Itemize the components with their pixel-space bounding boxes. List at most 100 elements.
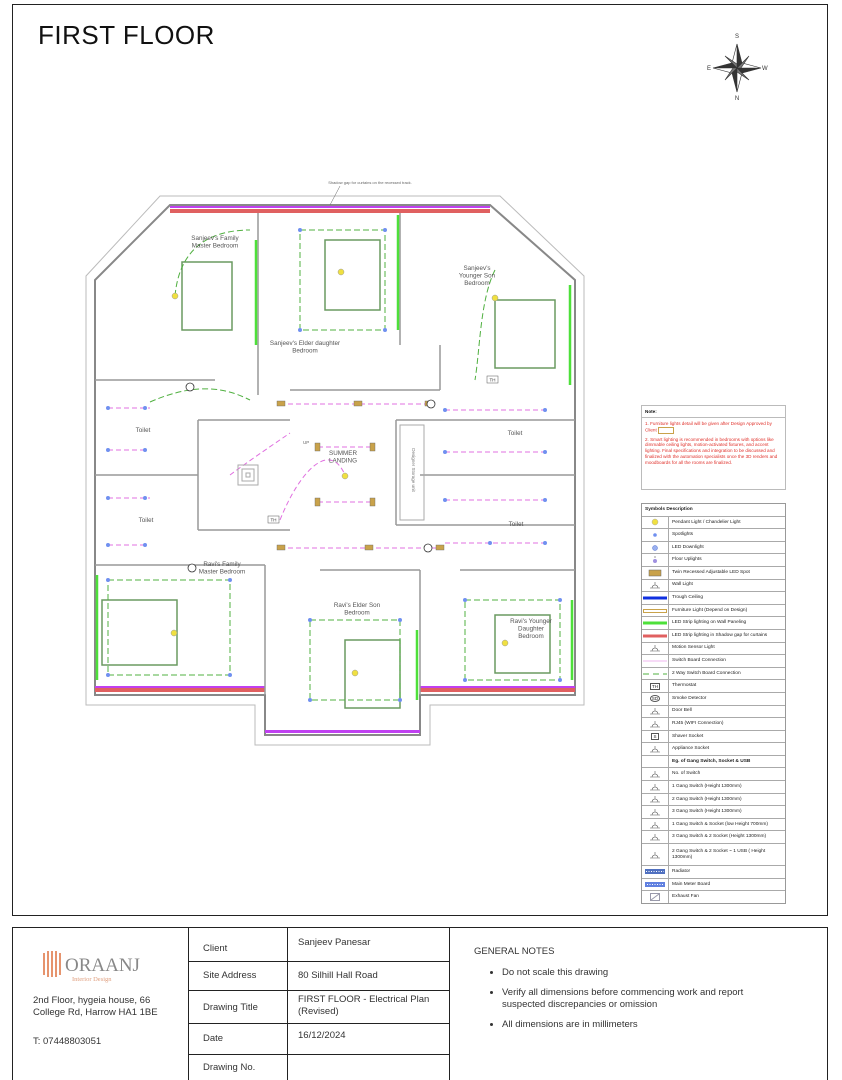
legend-label: Wall Light <box>672 582 693 588</box>
date-label: Date <box>203 1033 224 1044</box>
svg-text:Toilet: Toilet <box>509 521 524 528</box>
curtain-led-strips <box>95 206 575 733</box>
thermostat-icon: TH <box>642 680 669 692</box>
smoke-detectors <box>185 382 436 573</box>
drawing-no-label: Drawing No. <box>203 1062 256 1073</box>
svg-text:ORAANJ: ORAANJ <box>65 955 140 976</box>
legend-label: Door Bell <box>672 708 692 714</box>
legend-label: Thermostat <box>672 683 697 689</box>
gang-1-icon <box>642 781 669 793</box>
general-notes-heading: GENERAL NOTES <box>474 946 555 957</box>
led-strip-wall-icon <box>642 617 669 629</box>
trough-ceiling-icon <box>642 592 669 604</box>
pendant-light-icon <box>337 268 345 276</box>
client-value: Sanjeev Panesar <box>298 937 371 948</box>
compass-north: N <box>735 96 739 102</box>
page-title: FIRST FLOOR <box>38 20 215 50</box>
legend-label: Floor Uplights <box>672 557 702 563</box>
twin-led-spot-icons <box>276 400 445 551</box>
gang-1-socket-icon <box>642 818 669 831</box>
legend-label: Spotlights <box>672 532 694 538</box>
legend-label: Exhaust Fan <box>672 894 699 900</box>
spotlight-icon <box>642 529 669 541</box>
meter-board-icon <box>642 878 669 891</box>
note-1: 1. Furniture lights detail will be given… <box>645 421 772 434</box>
legend-row: 2 Gang Switch (Height 1300mm) <box>642 793 785 807</box>
rj45-icon <box>642 718 669 730</box>
legend-label: No. of Switch <box>672 771 701 777</box>
legend-row: Twin Recessed Adjustable LED Spot <box>642 566 785 580</box>
legend-label: Motion Sensor Light <box>672 645 715 651</box>
radiator-icon <box>642 866 669 878</box>
legend-row: LED Downlight <box>642 541 785 555</box>
svg-text:Toilet: Toilet <box>136 427 151 434</box>
legend-label: LED Strip lighting in Shadow gap for cur… <box>672 632 768 638</box>
lights <box>106 228 562 702</box>
led-downlight-icons <box>106 228 562 702</box>
thermostat-label: TH <box>490 378 496 383</box>
stairs-up-label: UP <box>303 440 309 445</box>
legend-label: Trough Ceiling <box>672 595 704 601</box>
legend-label: 2 Gang Switch (Height 1300mm) <box>672 796 742 802</box>
pendant-light-icon <box>351 669 359 677</box>
legend-label: 1 Gang Switch & Socket (low Height 700mm… <box>672 821 768 827</box>
floor-uplight-icon <box>642 554 669 566</box>
gang-3-socket-icon <box>642 831 669 844</box>
led-strip-curtain-icon <box>642 629 669 642</box>
pendant-light-icon <box>171 292 179 300</box>
legend-label: RJ45 (WIFI Connection) <box>672 721 724 727</box>
legend-label: Appliance Socket <box>672 746 710 752</box>
twin-led-spot-icon <box>642 566 669 579</box>
notes-heading: Note: <box>642 406 785 418</box>
drawing-title-label: Drawing Title <box>203 1002 258 1013</box>
date-value: 16/12/2024 <box>298 1030 346 1041</box>
legend-row: Motion Sensor Light <box>642 642 785 656</box>
compass-icon: S N E W <box>707 34 768 102</box>
gang-3-icon <box>642 806 669 818</box>
thermostat-label: TH <box>271 518 277 523</box>
legend-row: Pendant Light / Chandelier Light <box>642 516 785 530</box>
legend-row: LED Strip lighting on Wall Paneling <box>642 617 785 630</box>
pendant-light-icon <box>501 639 509 647</box>
pendant-light-icon <box>170 629 178 637</box>
general-note: Do not scale this drawing <box>502 967 767 979</box>
notes-box: Note: 1. Furniture lights detail will be… <box>641 405 786 490</box>
legend-label: 2 Gang Switch & 2 Socket ~ 1 USB ( Heigh… <box>672 848 766 860</box>
pendant-light-icon <box>491 294 499 302</box>
exhaust-fan-icon <box>642 891 669 903</box>
company-address: 2nd Floor, hygeia house, 66 College Rd, … <box>33 995 158 1018</box>
furniture-light-icon <box>642 604 669 617</box>
pendant-light-icon <box>642 516 669 529</box>
led-downlight-icon <box>642 541 669 554</box>
legend-label: Furniture Light (Depend on Design) <box>672 607 748 613</box>
legend-row: Wall Light <box>642 579 785 593</box>
legend-label: 1 Gang Switch (Height 1300mm) <box>672 783 742 789</box>
title-block <box>12 927 828 1080</box>
switch-board-icon <box>642 655 669 667</box>
switch-connections <box>108 403 545 549</box>
general-notes: GENERAL NOTES Do not scale this drawing … <box>474 946 767 1039</box>
drawing-frame <box>12 4 828 916</box>
company-logo: ORAANJ Interior Design <box>40 947 155 992</box>
note-2: 2. Smart lighting is recommended in bedr… <box>645 436 778 465</box>
legend-row: Furniture Light (Depend on Design) <box>642 604 785 618</box>
compass-west: W <box>762 66 768 72</box>
client-label: Client <box>203 943 228 954</box>
legend-row: 2 Way Switch Board Connection <box>642 667 785 681</box>
storage-label: Designer Storage unit <box>411 448 416 492</box>
legend-label: 3 Gang Switch (Height 1300mm) <box>672 809 742 815</box>
drawing-title-value: FIRST FLOOR - Electrical Plan (Revised) <box>298 994 430 1017</box>
legend-row: 1 Gang Switch (Height 1300mm) <box>642 781 785 794</box>
two-way-switch-icon <box>642 667 669 680</box>
site-label: Site Address <box>203 970 257 981</box>
switch-count-icon <box>642 768 669 781</box>
